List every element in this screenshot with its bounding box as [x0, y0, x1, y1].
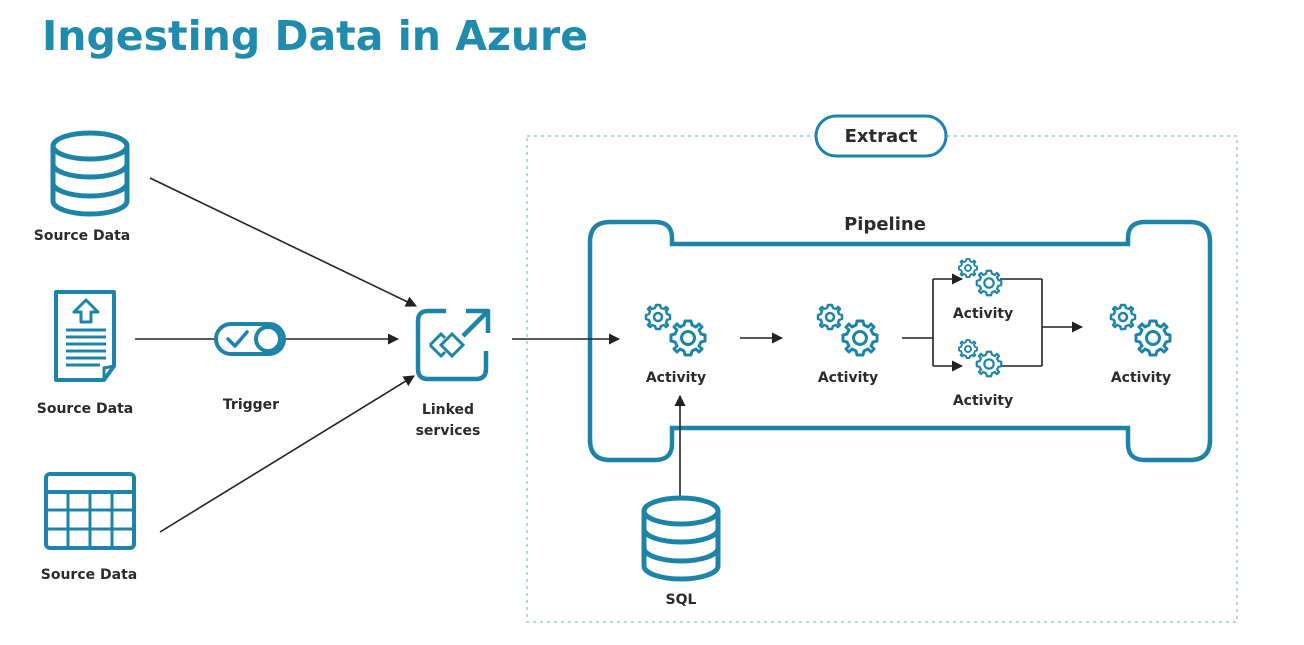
trigger-label: Trigger: [223, 397, 279, 413]
gears-icon: [644, 303, 707, 357]
activity-label-3: Activity: [953, 306, 1013, 322]
source-data-label-1: Source Data: [34, 228, 130, 244]
extract-label: Extract: [845, 126, 918, 147]
linked-services-label-line2: services: [416, 423, 481, 439]
sql-label: SQL: [666, 592, 697, 608]
gears-icon: [958, 339, 1003, 378]
pipeline-label: Pipeline: [844, 214, 926, 235]
source-data-label-3: Source Data: [41, 567, 137, 583]
arrow-source3-linked: [159, 375, 415, 533]
arrow-source1-linked: [149, 177, 418, 307]
activity-label-5: Activity: [1111, 370, 1171, 386]
table-grid-icon: [44, 472, 136, 550]
pipeline-container: [587, 219, 1213, 463]
activity-label-1: Activity: [646, 370, 706, 386]
extract-container: [526, 135, 1238, 623]
database-icon: [644, 498, 718, 579]
gears-icon: [816, 303, 879, 357]
gears-icon: [958, 258, 1003, 297]
toggle-switch-icon: [214, 322, 286, 356]
source-data-label-2: Source Data: [37, 401, 133, 417]
extract-badge: [814, 114, 948, 158]
activity-label-2: Activity: [818, 370, 878, 386]
linked-services-icon: [415, 308, 491, 382]
linked-services-label-line1: Linked: [422, 402, 474, 418]
database-icon: [53, 133, 127, 214]
gears-icon: [1109, 303, 1172, 357]
page-title: Ingesting Data in Azure: [42, 12, 589, 60]
activity-label-4: Activity: [953, 393, 1013, 409]
document-upload-icon: [54, 290, 116, 382]
